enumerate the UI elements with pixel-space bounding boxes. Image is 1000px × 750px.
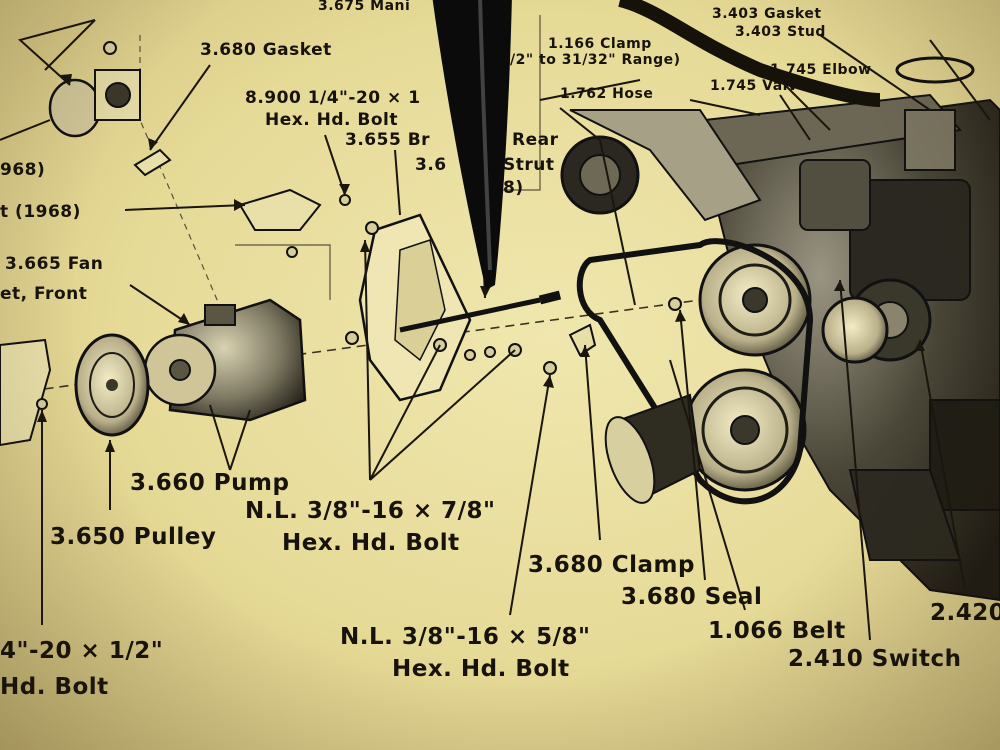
label-clamp-1166: 1.166 Clamp	[548, 36, 652, 52]
gasket-ring	[895, 56, 975, 84]
label-seal-3680: 3.680 Seal	[621, 584, 763, 610]
label-year-1968-a: 968)	[0, 160, 46, 180]
label-nl-bolt-78-hexhd: Hex. Hd. Bolt	[282, 530, 460, 556]
clamp-part	[568, 323, 597, 357]
bolt-hardware	[286, 194, 682, 375]
label-bracket-3655: 3.655 Br	[345, 130, 431, 150]
label-year-1968-b: t (1968)	[0, 202, 81, 222]
label-hose-1762: 1.762 Hose	[560, 86, 654, 102]
label-valve-1745: 1.745 Valve	[710, 78, 808, 94]
label-clamp-range: /2" to 31/32" Range)	[510, 52, 681, 68]
label-belt-1066: 1.066 Belt	[708, 618, 846, 644]
label-switch-2410: 2.410 Switch	[788, 646, 962, 672]
leader-lines	[0, 19, 991, 641]
label-strut: Strut	[503, 155, 555, 175]
strut-rod	[399, 290, 562, 333]
label-pump-3660: 3.660 Pump	[130, 470, 290, 496]
label-clamp-3680: 3.680 Clamp	[528, 552, 695, 578]
label-part-2420: 2.420	[930, 600, 1000, 626]
pump-pulley	[74, 333, 150, 437]
label-fan-3665: 3.665 Fan	[5, 254, 104, 274]
small-bracket	[238, 188, 322, 231]
label-bolt-1420: 4"-20 × 1/2"	[0, 638, 164, 664]
label-bracket-rear: Rear	[512, 130, 559, 150]
label-strut-year: 8)	[503, 178, 524, 198]
label-strut-number: 3.6	[415, 155, 447, 175]
pump-body	[143, 298, 307, 422]
crank-pulley-stack	[683, 243, 889, 492]
arrowheads	[37, 74, 925, 452]
label-gasket-3680: 3.680 Gasket	[200, 40, 332, 60]
label-gasket-3403: 3.403 Gasket	[712, 6, 822, 22]
label-manifold: 3.675 Mani	[318, 0, 411, 14]
label-bolt-8900: 8.900 1/4"-20 × 1	[245, 88, 421, 108]
label-elbow-1745: 1.745 Elbow	[770, 62, 872, 78]
label-bolt-1420-hexhd: Hd. Bolt	[0, 674, 109, 700]
label-nl-bolt-78: N.L. 3/8"-16 × 7/8"	[245, 498, 496, 524]
label-front: et, Front	[0, 284, 88, 304]
label-pulley-3650: 3.650 Pulley	[50, 524, 217, 550]
drive-belt	[576, 238, 814, 505]
upper-hose	[618, 0, 881, 107]
valve-assembly	[48, 41, 141, 138]
label-bolt-8900-hexhd: Hex. Hd. Bolt	[265, 110, 398, 130]
upper-guide-line	[139, 35, 231, 331]
pen-object	[432, 0, 512, 290]
label-stud-3403: 3.403 Stud	[735, 24, 826, 40]
label-nl-bolt-58-hexhd: Hex. Hd. Bolt	[392, 656, 570, 682]
mounting-bracket	[358, 213, 472, 402]
label-nl-bolt-58: N.L. 3/8"-16 × 5/8"	[340, 624, 591, 650]
bracket-guide-line	[235, 244, 331, 300]
canister-part	[604, 393, 702, 504]
gasket-plate	[133, 148, 172, 177]
alternator	[560, 109, 762, 222]
left-bolt	[36, 398, 48, 410]
